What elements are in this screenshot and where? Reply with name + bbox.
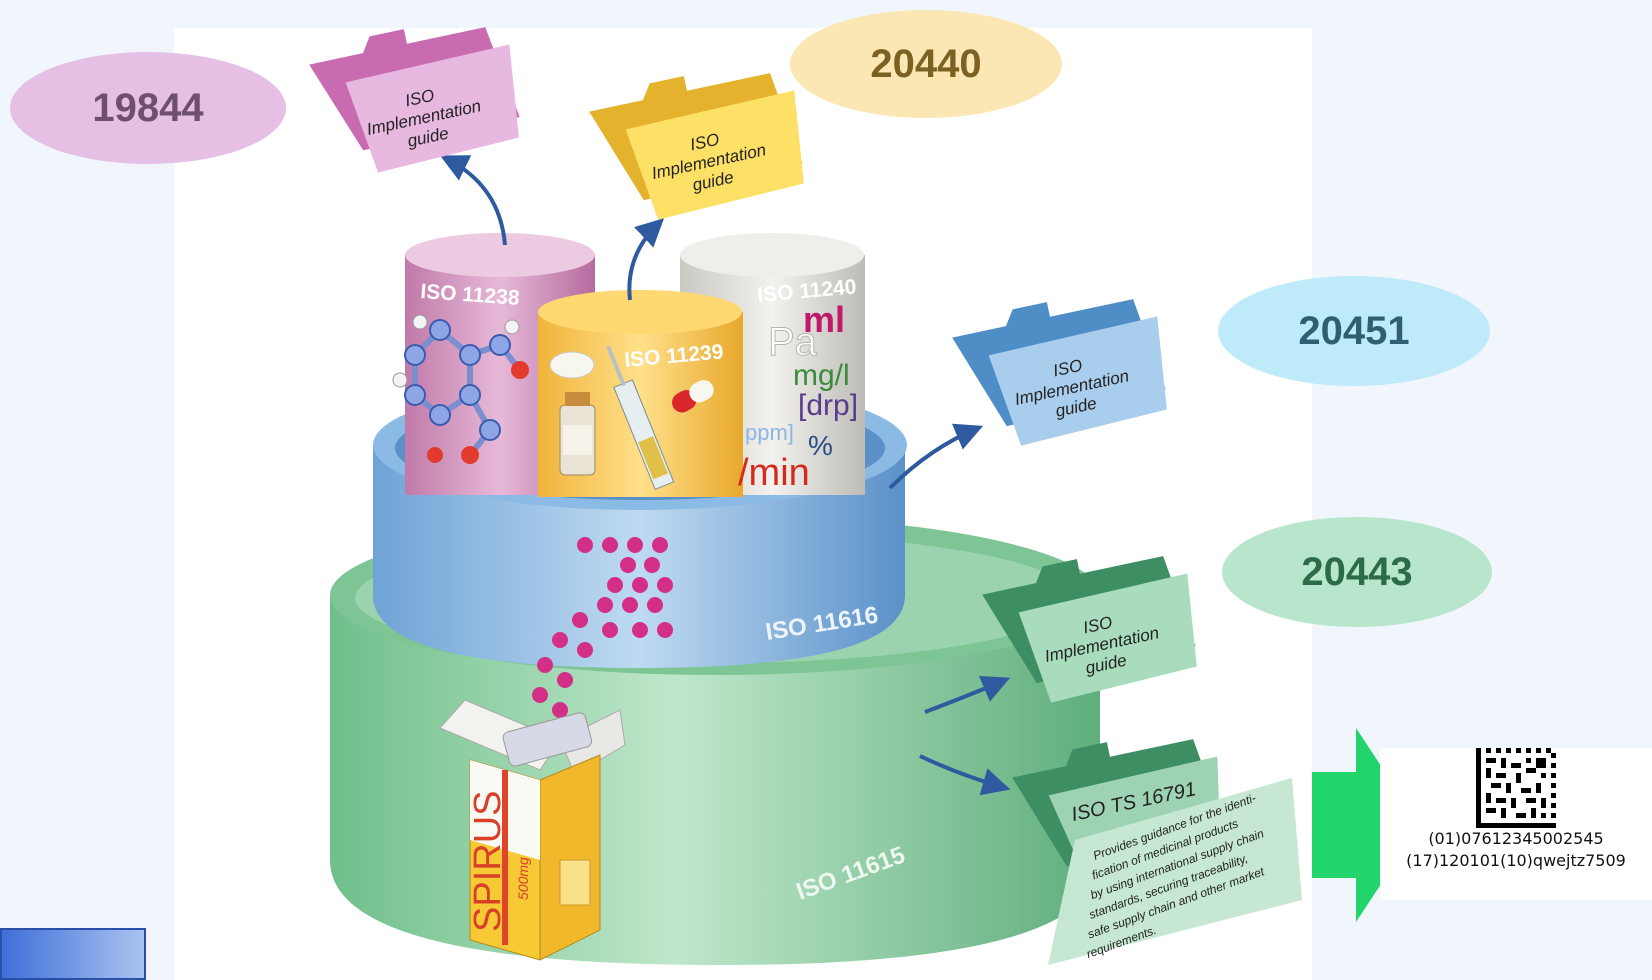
arrow-to-19844-guide — [439, 155, 507, 246]
box-brand: SPIRUS — [467, 791, 509, 932]
cylinder-iso-11239 — [538, 290, 743, 497]
barcode-text: (01)07612345002545 (17)120101(10)qwejtz7… — [1380, 828, 1652, 872]
unit-pa: Pa — [768, 320, 818, 364]
unit-labels: ml Pa mg/l [drp] ppm] % /min — [738, 299, 858, 494]
unit-drp: [drp] — [798, 389, 858, 422]
standard-oval-19844: 19844 — [10, 52, 286, 164]
unit-percent: % — [808, 430, 833, 461]
arrow-to-20443-guide — [924, 675, 1011, 714]
particles — [532, 537, 673, 718]
unit-ml: ml — [803, 299, 845, 340]
corner-blue-box — [0, 928, 146, 980]
unit-mg-l: mg/l — [793, 359, 850, 392]
arrow-to-20451-guide — [888, 423, 984, 490]
folder-20440 — [589, 73, 804, 220]
box-dose: 500mg — [515, 857, 531, 900]
folder-20443 — [982, 556, 1197, 703]
arrows — [439, 155, 1011, 796]
folder-19844 — [309, 27, 520, 173]
folder-20451 — [952, 299, 1167, 446]
barcode-line-2: (17)120101(10)qwejtz7509 — [1406, 851, 1626, 870]
unit-ppm: ppm] — [745, 420, 794, 445]
standard-oval-20451: 20451 — [1218, 276, 1490, 386]
datamatrix-icon — [1476, 748, 1556, 828]
standard-oval-20440: 20440 — [790, 10, 1062, 118]
ts-description-card — [1048, 778, 1302, 965]
arrow-to-ts-16791 — [919, 754, 1011, 796]
medicine-box — [439, 699, 626, 961]
barcode-card: (01)07612345002545 (17)120101(10)qwejtz7… — [1380, 748, 1652, 900]
arrow-to-20440-guide — [627, 218, 665, 301]
barcode-line-1: (01)07612345002545 — [1428, 829, 1604, 848]
standard-oval-20443: 20443 — [1222, 517, 1492, 627]
unit-per-min: /min — [738, 452, 810, 494]
result-arrow-icon — [1312, 728, 1420, 922]
